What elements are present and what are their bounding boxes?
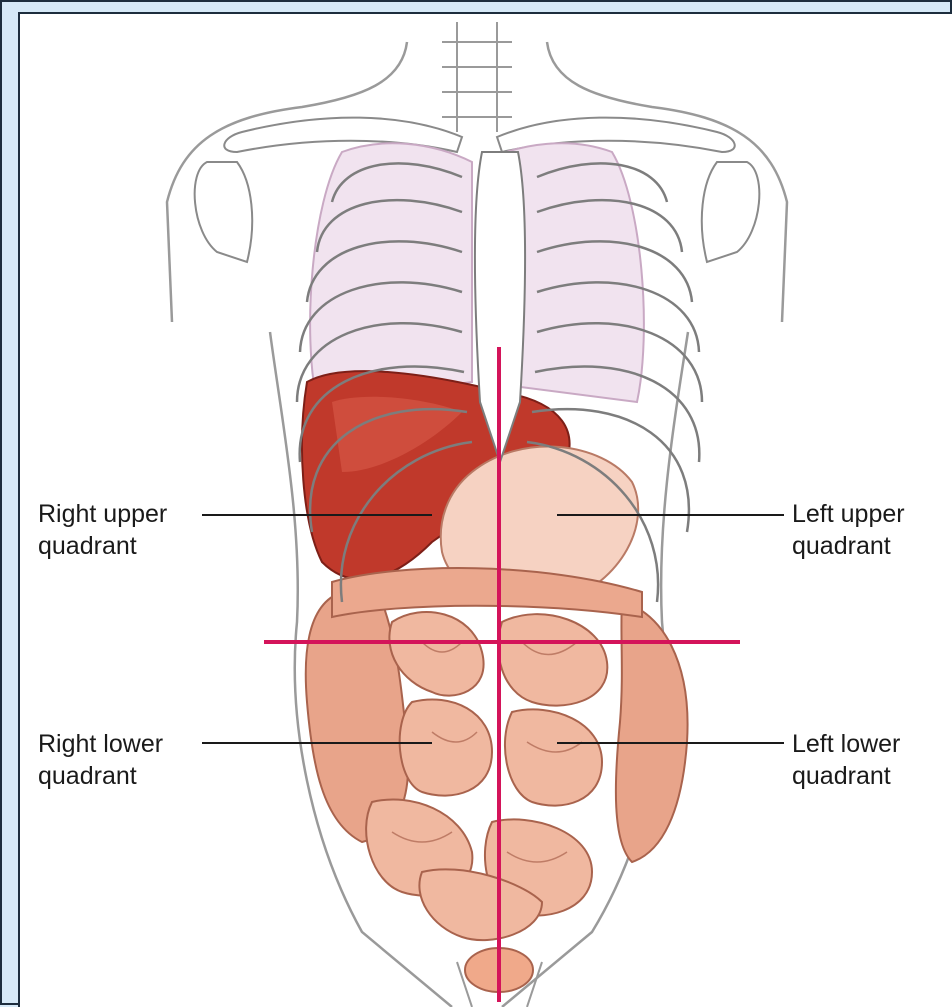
label-right-upper-quadrant: Right upper quadrant xyxy=(38,498,167,562)
neck-spine xyxy=(442,22,512,132)
label-line: quadrant xyxy=(792,530,905,562)
label-line: quadrant xyxy=(38,530,167,562)
label-line: Left upper xyxy=(792,498,905,530)
label-line: Right upper xyxy=(38,498,167,530)
label-line: quadrant xyxy=(792,760,900,792)
left-shoulder xyxy=(702,162,760,262)
right-lung xyxy=(310,143,472,402)
label-left-upper-quadrant: Left upper quadrant xyxy=(792,498,905,562)
right-shoulder xyxy=(195,162,253,262)
label-line: Left lower xyxy=(792,728,900,760)
label-line: Right lower xyxy=(38,728,163,760)
label-line: quadrant xyxy=(38,760,163,792)
label-right-lower-quadrant: Right lower quadrant xyxy=(38,728,163,792)
label-left-lower-quadrant: Left lower quadrant xyxy=(792,728,900,792)
